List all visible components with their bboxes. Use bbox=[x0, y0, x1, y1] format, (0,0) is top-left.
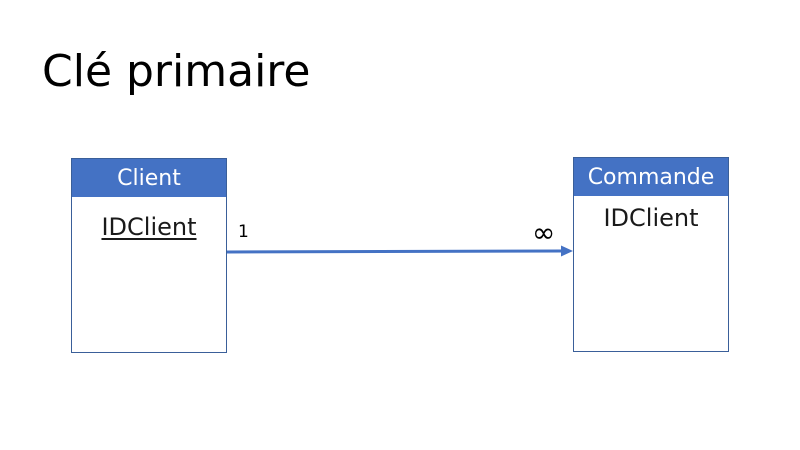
entity-client-primary-key-field: IDClient bbox=[101, 213, 197, 241]
entity-commande-header: Commande bbox=[574, 158, 728, 196]
slide-title: Clé primaire bbox=[42, 46, 311, 97]
relationship-line bbox=[226, 249, 564, 254]
entity-client[interactable]: Client IDClient bbox=[71, 158, 227, 353]
entity-client-header: Client bbox=[72, 159, 226, 197]
cardinality-one-label: 1 bbox=[238, 222, 249, 242]
entity-commande-foreign-key-field: IDClient bbox=[603, 204, 699, 232]
cardinality-many-label: ∞ bbox=[532, 216, 556, 249]
entity-commande[interactable]: Commande IDClient bbox=[573, 157, 729, 352]
arrowhead-icon bbox=[561, 245, 573, 257]
